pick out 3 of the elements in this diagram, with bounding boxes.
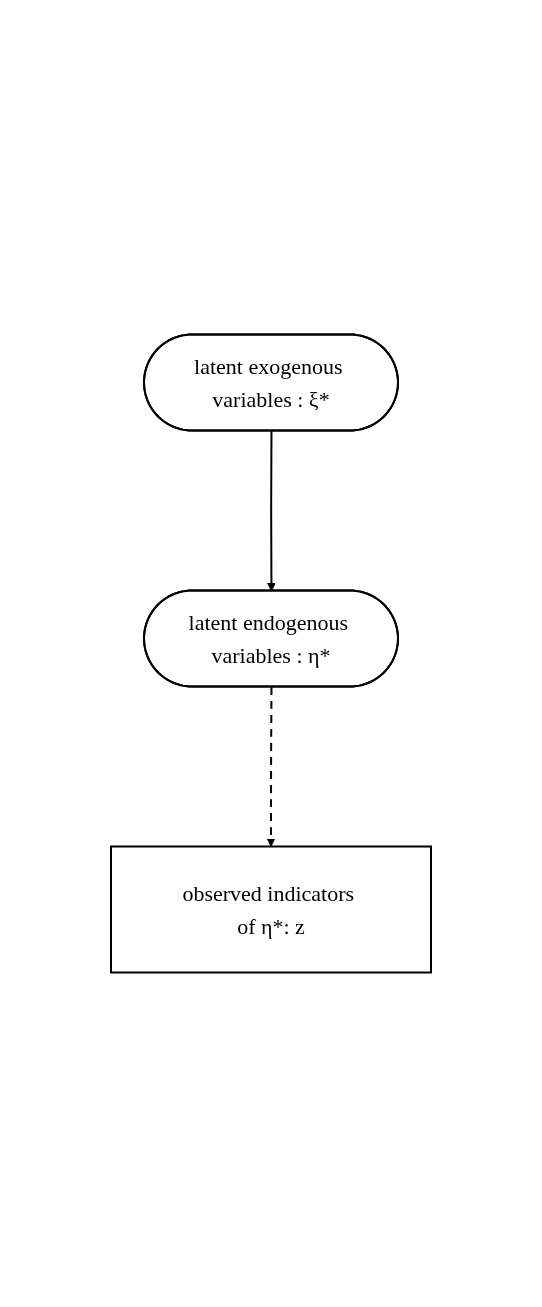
arrow (266, 686, 276, 847)
arrow (267, 430, 276, 592)
node-box: observed indicators of η*: z (110, 845, 432, 974)
